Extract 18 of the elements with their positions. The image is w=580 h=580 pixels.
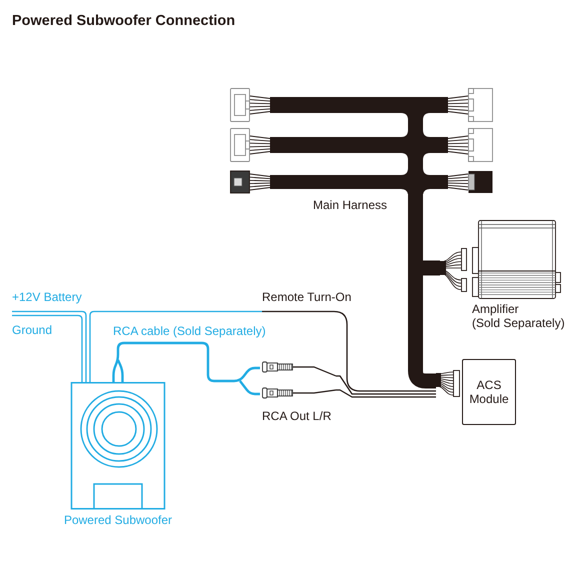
module-label: ACS Module	[468, 378, 510, 406]
connector-label: RCA Out L/R	[262, 409, 332, 423]
harness-label: Main Harness	[313, 198, 388, 212]
subwoofer-label: Powered Subwoofer	[64, 513, 172, 527]
harness-cable	[408, 194, 423, 260]
wire	[262, 310, 436, 392]
harness-cable	[423, 260, 440, 276]
note-label: (Sold Separately)	[472, 316, 565, 330]
rca-cable	[112, 342, 262, 396]
harness-cable	[408, 260, 436, 388]
wire	[89, 310, 262, 382]
wire-label: Ground	[12, 323, 52, 337]
wire	[335, 375, 437, 398]
wire-label: Remote Turn-On	[262, 290, 352, 304]
amplifier-label: Amplifier	[472, 302, 520, 316]
wire-label: +12V Battery	[12, 290, 82, 304]
wire-label: RCA cable (Sold Separately)	[113, 324, 266, 338]
title: Powered Subwoofer Connection	[12, 12, 236, 30]
